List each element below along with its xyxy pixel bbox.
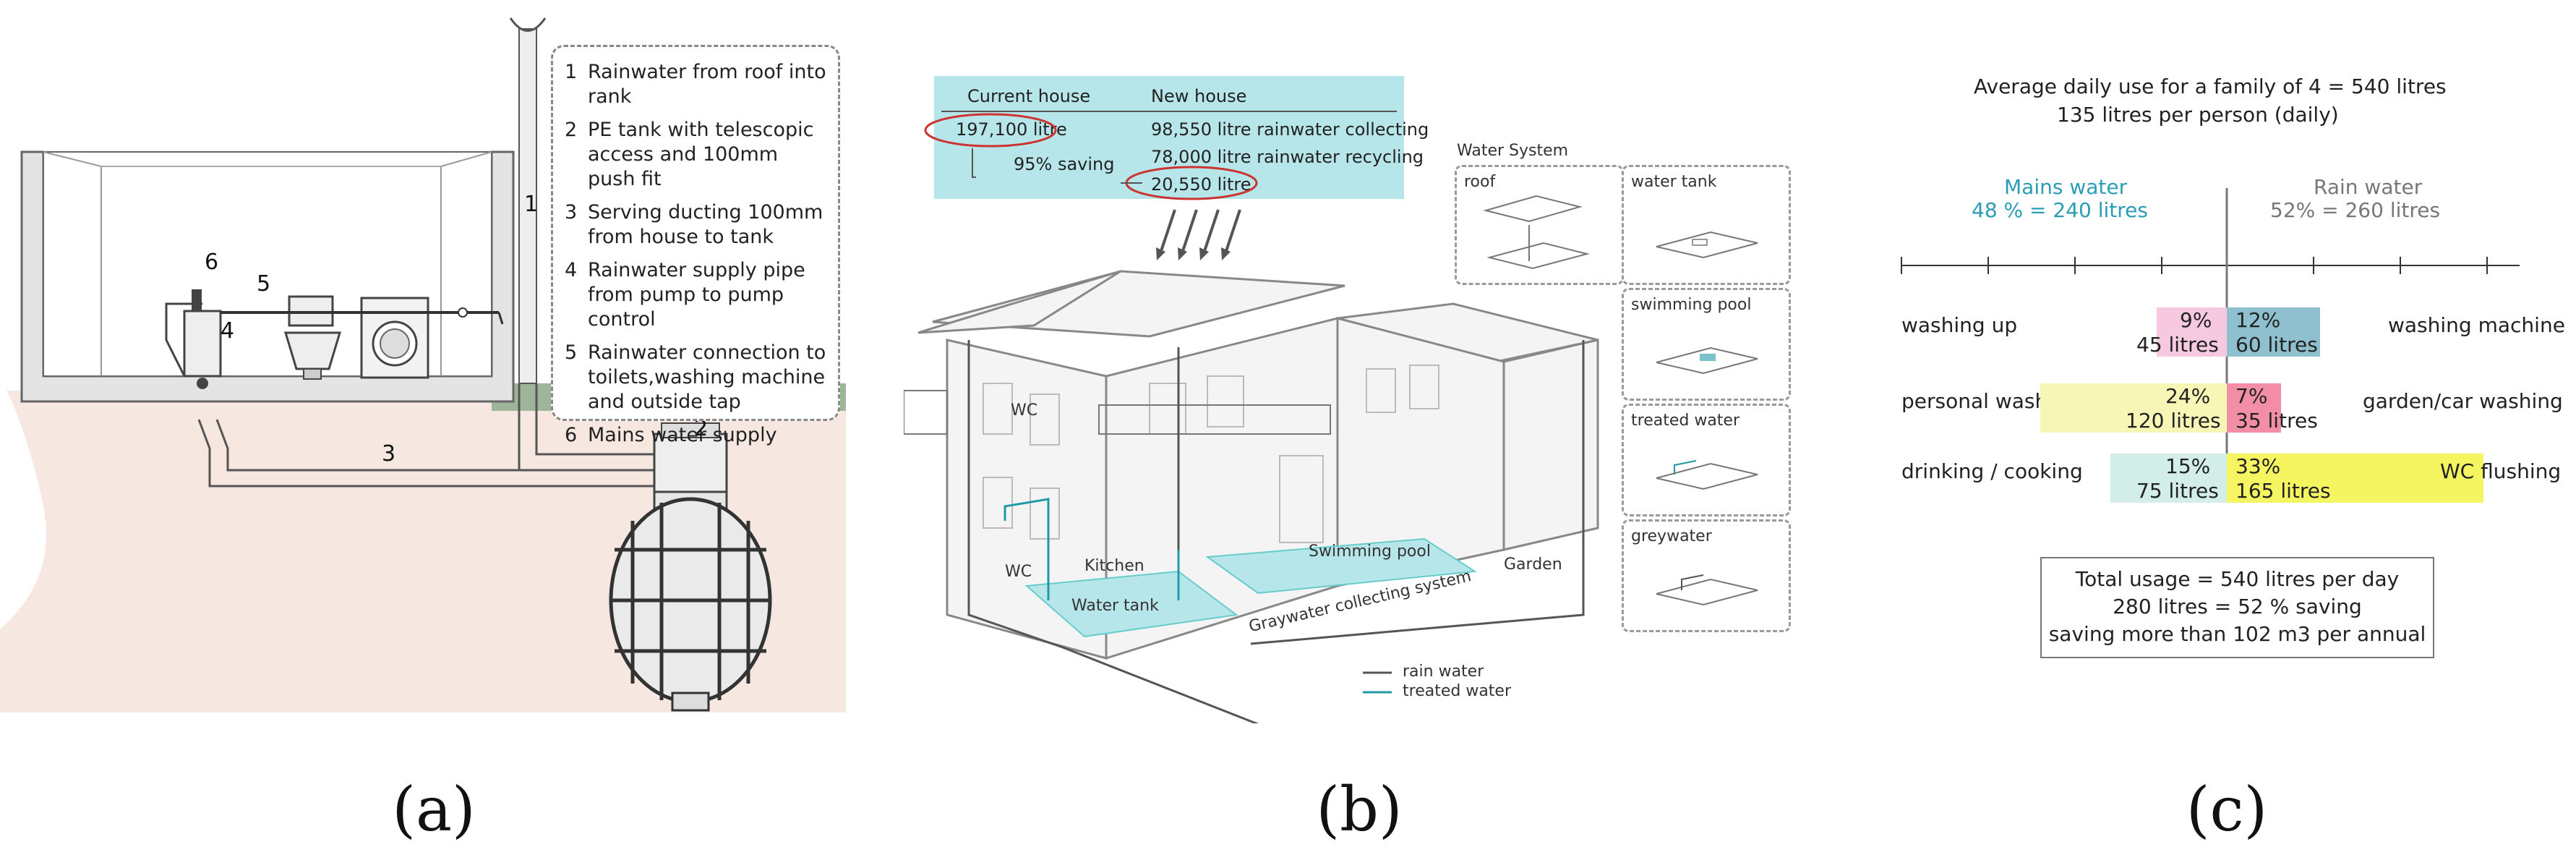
roof-icon (1483, 195, 1590, 270)
total-usage-box: Total usage = 540 litres per day 280 lit… (2040, 557, 2434, 658)
col-current-house: Current house (967, 86, 1091, 106)
litres-left: 45 litres (2136, 333, 2219, 357)
water-tank-icon (1656, 231, 1758, 259)
rain-header-line2: 52% = 260 litres (2270, 198, 2441, 222)
legend-treated-water: treated water (1403, 682, 1512, 700)
callout-2: 2 (694, 416, 709, 441)
row-left-label: drinking / cooking (1901, 459, 2083, 483)
treated-water-icon (1656, 460, 1758, 490)
sub-label-a: (a) (392, 774, 476, 845)
current-value-ellipse (924, 113, 1057, 148)
greywater-icon (1656, 574, 1758, 606)
summary-box: Current house New house 197,100 litre 98… (934, 76, 1429, 199)
row-right-label: garden/car washing (2363, 389, 2563, 413)
house-shape (917, 270, 1599, 660)
water-tank (1024, 570, 1238, 638)
pct-right: 7% (2235, 384, 2268, 408)
litres-right: 35 litres (2235, 409, 2318, 433)
card-swimming-pool: swimming pool (1622, 288, 1791, 401)
litres-left: 120 litres (2126, 409, 2221, 433)
legend-rain-water: rain water (1403, 663, 1484, 681)
bar-left-personal-washing (2040, 383, 2227, 433)
chart-title-line1: Average daily use for a family of 4 = 54… (1974, 75, 2447, 98)
downpipe (518, 28, 537, 384)
treated-water-pipes (1004, 498, 1180, 600)
mains-header-line1: Mains water (2004, 175, 2128, 199)
label-wc-lower: WC (1005, 563, 1032, 581)
panel-b-house-water-system: Current house New house 197,100 litre 98… (904, 0, 1648, 868)
callout-1: 1 (524, 192, 539, 217)
remaining-value-ellipse (1125, 166, 1258, 200)
pump-unit (183, 310, 222, 378)
total-line-3: saving more than 102 m3 per annual (2048, 622, 2426, 646)
bar-left-drinking-cooking (2110, 454, 2227, 503)
new-row-recycling: 78,000 litre rainwater recycling (1151, 147, 1424, 167)
label-wc-upper: WC (1011, 401, 1038, 420)
callout-3: 3 (382, 441, 396, 467)
litres-right: 165 litres (2235, 479, 2331, 503)
saving-label: 95% saving (1014, 154, 1115, 174)
card-roof: roof (1455, 165, 1624, 285)
new-row-collecting: 98,550 litre rainwater collecting (1151, 119, 1429, 140)
new-row-remaining: 20,550 litre (1151, 174, 1251, 195)
total-line-1: Total usage = 540 litres per day (2075, 567, 2400, 591)
tank-neck (653, 433, 728, 493)
bar-right-garden-car-washing (2227, 383, 2282, 433)
litres-right: 60 litres (2235, 333, 2318, 357)
rain-header-line1: Rain water (2314, 175, 2423, 199)
panel-c-daily-use-chart: Average daily use for a family of 4 = 54… (1735, 0, 2576, 868)
house-diagram (904, 113, 1599, 723)
pct-right: 33% (2235, 454, 2281, 478)
card-treated-water: treated water (1622, 404, 1791, 516)
pct-left: 9% (2180, 308, 2212, 332)
label-water-tank: Water tank (1071, 597, 1159, 615)
bar-left-washing-up (2157, 307, 2227, 357)
rain-arrows (1159, 209, 1241, 254)
sub-label-c: (c) (2186, 774, 2268, 845)
mains-header-line2: 48 % = 240 litres (1972, 198, 2148, 222)
row-left-label: washing up (1901, 313, 2018, 337)
label-garden: Garden (1504, 556, 1562, 574)
swimming-pool (1205, 537, 1477, 595)
pct-left: 24% (2165, 384, 2211, 408)
card-greywater: greywater (1622, 519, 1791, 632)
bar-right-wc-flushing (2227, 454, 2483, 503)
bar-right-washing-machine (2227, 307, 2320, 357)
pct-right: 12% (2235, 308, 2281, 332)
label-swimming-pool: Swimming pool (1309, 542, 1431, 561)
water-system-title: Water System (1457, 142, 1569, 160)
callout-6: 6 (205, 250, 219, 275)
total-line-2: 280 litres = 52 % saving (2113, 595, 2362, 618)
swimming-pool-icon (1656, 346, 1758, 375)
callout-4: 4 (221, 318, 235, 344)
pct-left: 15% (2165, 454, 2211, 478)
card-water-tank: water tank (1622, 165, 1791, 285)
litres-left: 75 litres (2136, 479, 2219, 503)
sub-label-b: (b) (1316, 774, 1403, 845)
chart-title-line2: 135 litres per person (daily) (2057, 103, 2339, 127)
toilet-bowl (283, 331, 342, 370)
row-right-label: washing machine (2388, 313, 2565, 337)
rain-pipes (967, 340, 1585, 723)
col-new-house: New house (1151, 86, 1247, 106)
label-kitchen: Kitchen (1084, 557, 1144, 575)
row-right-label: WC flushing (2440, 459, 2562, 483)
callout-5: 5 (257, 271, 271, 297)
